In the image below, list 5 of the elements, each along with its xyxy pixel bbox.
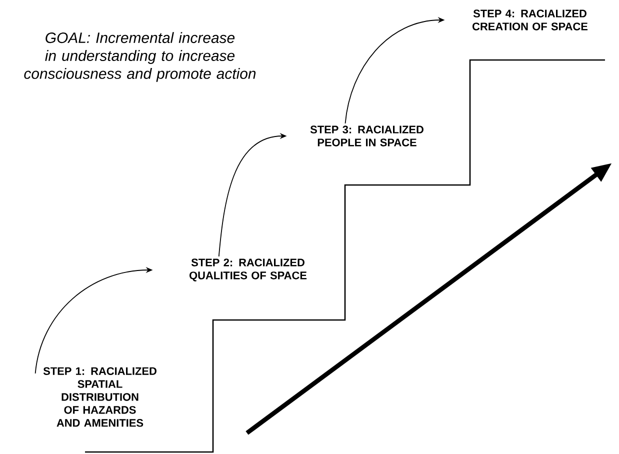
step-label: STEP 4: RACIALIZED CREATION OF SPACE <box>472 10 588 30</box>
step-label: STEP 3: RACIALIZED PEOPLE IN SPACE <box>310 126 424 146</box>
step-label: STEP 1: RACIALIZED SPATIAL DISTRIBUTION OF HAZARDS AND AMENITIES <box>43 367 156 427</box>
goal-text: GOAL: Incremental increase in understanding to increase consciousness and promote action <box>24 32 256 82</box>
step-label: STEP 2: RACIALIZED QUALITIES OF SPACE <box>190 258 307 282</box>
